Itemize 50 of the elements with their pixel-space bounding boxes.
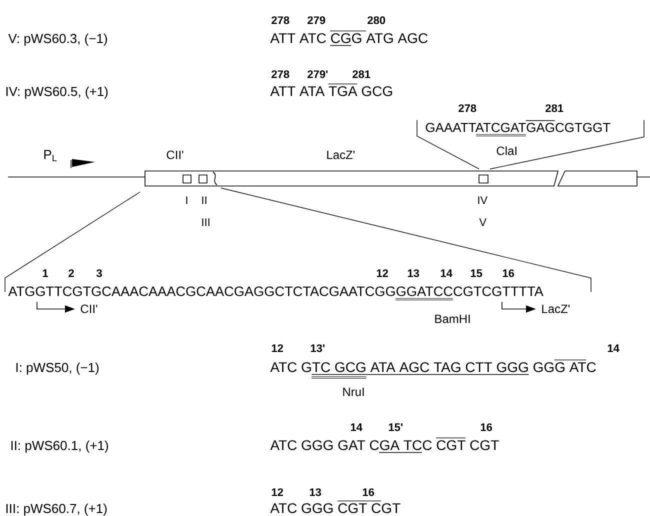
site-label: ClaI <box>496 146 516 156</box>
dna-sequence: ATT ATA TGA GCG <box>270 86 392 96</box>
dna-sequence: GAAATTATCGATGAGCGTGGT <box>426 122 610 132</box>
dna-sequence: ATC GGG CGT CGT <box>270 503 400 514</box>
position-number: 278 <box>458 104 476 112</box>
position-number: 3 <box>96 269 102 278</box>
gene-label: LacZ' <box>542 304 570 314</box>
position-number: 280 <box>368 16 386 24</box>
position-number: 279' <box>308 70 328 78</box>
site-number: IV <box>478 196 488 204</box>
dna-sequence: ATC GTC GCG ATA AGC TAG CTT GGG GGG ATC <box>270 362 596 372</box>
position-number: 15' <box>388 423 402 432</box>
dna-sequence: ATT ATC CGG ATG AGC <box>270 33 428 44</box>
construct-name: IV: pWS60.5, (+1) <box>6 86 108 99</box>
gene-label: LacZ' <box>327 150 355 160</box>
construct-name: V: pWS60.3, (−1) <box>8 34 107 46</box>
position-number: 12 <box>272 488 283 496</box>
position-number: 278 <box>272 70 290 78</box>
position-number: 14 <box>608 344 620 352</box>
position-number: 1 <box>42 269 48 277</box>
promoter-label: P$_{L}$ <box>44 150 57 162</box>
gene-label: CII' <box>80 304 98 314</box>
site-number: II <box>202 196 206 204</box>
position-number: 12 <box>272 344 283 352</box>
position-number: 12 <box>376 269 388 277</box>
site-number: V <box>479 218 486 226</box>
position-number: 281 <box>546 104 564 112</box>
gene-label: CII' <box>166 150 184 160</box>
construct-name: III: pWS60.7, (+1) <box>6 504 107 516</box>
position-number: 2 <box>68 269 74 277</box>
construct-name: I: pWS50, (−1) <box>16 362 99 375</box>
construct-name: II: pWS60.1, (+1) <box>11 440 108 453</box>
site-number: I <box>186 196 188 204</box>
dna-sequence: ATC GGG GAT CGA TCC CGT CGT <box>270 440 499 450</box>
site-label: BamHI <box>435 314 470 324</box>
position-number: 278 <box>272 16 290 24</box>
position-number: 16 <box>362 488 374 496</box>
position-number: 13 <box>310 488 322 496</box>
position-number: 16 <box>502 269 514 278</box>
position-number: 13 <box>408 269 420 278</box>
position-number: 14 <box>440 269 452 277</box>
position-number: 15 <box>470 269 482 278</box>
position-number: 13' <box>310 344 324 352</box>
position-number: 281 <box>352 70 370 78</box>
position-number: 16 <box>480 423 492 432</box>
dna-sequence: ATGGTTCGTGCAAACAAACGCAACGAGGCTCTACGAATCGGGGATCCCGTCGTTTTA <box>8 286 544 296</box>
position-number: 14 <box>350 423 362 431</box>
site-number: III <box>202 218 210 226</box>
position-number: 279 <box>308 16 326 24</box>
site-label: NruI <box>343 388 364 396</box>
